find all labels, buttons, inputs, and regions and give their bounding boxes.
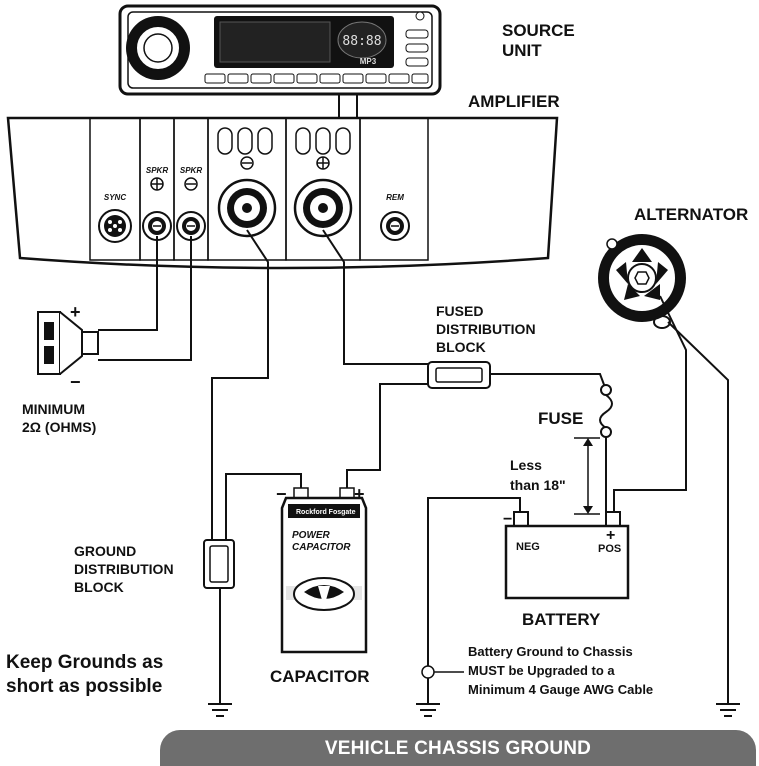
- minus-symbol-icon: [184, 177, 198, 191]
- speaker-minus-sign: −: [70, 372, 81, 392]
- battery-neg-sign: −: [503, 511, 512, 528]
- rem-label: REM: [386, 193, 404, 202]
- speaker-ohms-label: 2Ω (OHMS): [22, 419, 96, 435]
- sync-label: SYNC: [104, 193, 126, 202]
- sync-connector-icon: [98, 209, 132, 243]
- ground-symbol-icon: [208, 703, 232, 717]
- fused-block-label-2: DISTRIBUTION: [436, 321, 536, 337]
- rem-terminal-icon: [380, 211, 410, 241]
- ground-block-label: GROUND: [74, 543, 136, 559]
- display-digits: 88:88: [342, 34, 381, 49]
- ground-symbol-icon: [716, 703, 740, 717]
- spkr-pos-label: SPKR: [146, 166, 168, 175]
- battery-pos-label: POS: [598, 543, 621, 555]
- preset-buttons: [204, 73, 429, 84]
- speaker-plus-sign: +: [70, 302, 81, 322]
- capacitor-brand: Rockford Fosgate: [296, 509, 356, 516]
- power-ground-terminal-icon: [217, 178, 277, 238]
- amplifier: SYNC SPKR SPKR REM: [6, 116, 559, 270]
- ground-symbol-icon: [416, 703, 440, 717]
- speaker-minimum-label: MINIMUM: [22, 401, 85, 417]
- battery-label: BATTERY: [522, 610, 601, 629]
- alternator-icon: [598, 234, 686, 329]
- capacitor-product-line2: CAPACITOR: [292, 542, 351, 553]
- battery-ground-note-2: MUST be Upgraded to a: [468, 663, 615, 678]
- source-unit: 88:88 MP3: [118, 4, 442, 118]
- chassis-ground-bar: [160, 730, 756, 766]
- ground-block-label-3: BLOCK: [74, 579, 124, 595]
- minus-symbol-icon: [240, 156, 254, 170]
- distance-label: Less: [510, 457, 542, 473]
- ground-distribution-block: [203, 539, 235, 589]
- mp3-badge: MP3: [360, 57, 377, 66]
- battery-ground-note: Battery Ground to Chassis: [468, 644, 633, 659]
- capacitor-label: CAPACITOR: [270, 667, 370, 686]
- power-positive-terminal-icon: [293, 178, 353, 238]
- spkr-neg-label: SPKR: [180, 166, 202, 175]
- fused-distribution-block: [427, 361, 491, 389]
- source-unit-label-2: UNIT: [502, 41, 542, 60]
- ground-block-label-2: DISTRIBUTION: [74, 561, 174, 577]
- speaker-icon: [37, 311, 99, 375]
- capacitor-icon: [280, 487, 368, 654]
- speaker-terminal-icon: [176, 211, 206, 241]
- wires: [98, 229, 729, 704]
- speaker-terminal-icon: [142, 211, 172, 241]
- battery-icon: [504, 511, 630, 600]
- distance-label-2: than 18": [510, 477, 566, 493]
- chassis-ground-label: VEHICLE CHASSIS GROUND: [324, 738, 592, 759]
- plus-symbol-icon: [150, 177, 164, 191]
- alternator-label: ALTERNATOR: [634, 205, 748, 224]
- fused-block-label-3: BLOCK: [436, 339, 486, 355]
- grounds-note-2: short as possible: [6, 676, 162, 697]
- fused-block-label: FUSED: [436, 303, 483, 319]
- callout-pointer-icon: [421, 665, 464, 679]
- grounds-note: Keep Grounds as: [6, 652, 163, 673]
- source-unit-label: SOURCE: [502, 21, 575, 40]
- battery-pos-sign: +: [606, 527, 615, 544]
- battery-ground-note-3: Minimum 4 Gauge AWG Cable: [468, 682, 653, 697]
- amplifier-label: AMPLIFIER: [468, 92, 560, 111]
- battery-neg-label: NEG: [516, 541, 540, 553]
- capacitor-neg-sign: −: [276, 484, 287, 504]
- distance-arrow-icon: [574, 437, 600, 515]
- capacitor-pos-sign: +: [354, 484, 365, 504]
- capacitor-product-line1: POWER: [292, 530, 331, 541]
- fuse-label: FUSE: [538, 409, 583, 428]
- fuse-icon: [599, 384, 613, 438]
- plus-symbol-icon: [316, 156, 330, 170]
- side-buttons: [405, 11, 429, 67]
